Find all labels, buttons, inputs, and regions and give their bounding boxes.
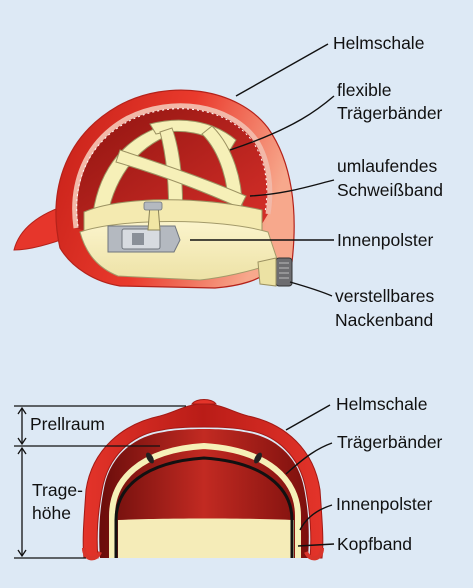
label-innenpolster: Innenpolster (337, 230, 433, 251)
label-verstellbares: verstellbares (335, 286, 434, 307)
label-trage: Trage- (32, 480, 83, 501)
helmet-cross-section (83, 400, 323, 559)
label-helmschale: Helmschale (333, 33, 424, 54)
label-traegerbaender: Trägerbänder (337, 103, 442, 124)
label-umlaufendes: umlaufendes (337, 156, 437, 177)
label-innenpolster-section: Innenpolster (336, 494, 432, 515)
label-schweissband: Schweißband (337, 180, 443, 201)
label-hoehe: höhe (32, 503, 71, 524)
label-prellraum: Prellraum (30, 414, 105, 435)
label-nackenband: Nackenband (335, 310, 433, 331)
label-traegerbaender-section: Trägerbänder (337, 432, 442, 453)
label-kopfband: Kopfband (337, 534, 412, 555)
label-flexible: flexible (337, 80, 391, 101)
neckband-adjuster (258, 258, 292, 286)
label-helmschale-section: Helmschale (336, 394, 427, 415)
helmet-cutaway (14, 90, 294, 288)
section-padding (118, 519, 294, 559)
